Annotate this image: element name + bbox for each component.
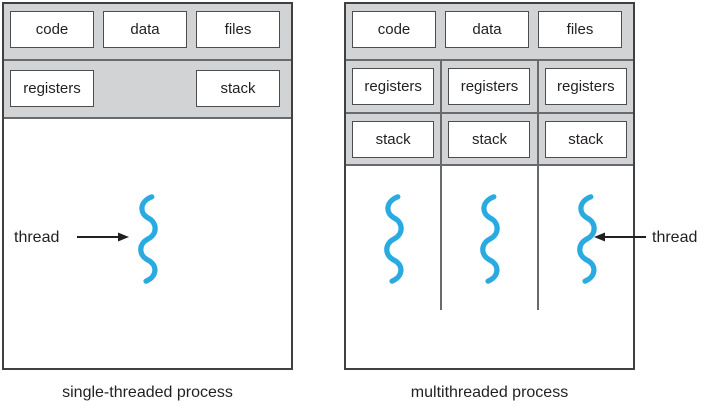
registers-box: registers (544, 68, 627, 105)
multithreaded-process-box: code data files registers stack (344, 2, 635, 370)
thread-icon (576, 194, 597, 284)
thread-column-3: registers stack (538, 61, 633, 310)
files-box: files (196, 11, 280, 48)
single-threaded-caption: single-threaded process (62, 384, 233, 401)
thread-label: thread (14, 229, 60, 246)
memory-sections-row: code data files (346, 4, 633, 61)
stack-row: stack (442, 114, 537, 166)
thread-icon (480, 194, 501, 284)
files-box: files (538, 11, 622, 48)
registers-row: registers (346, 61, 441, 114)
stack-box: stack (448, 120, 531, 158)
thread-columns: registers stack registers stack (346, 61, 633, 310)
stack-row: stack (538, 114, 633, 166)
single-threaded-process-box: code data files registers stack (2, 2, 293, 370)
thread-area (442, 166, 537, 310)
thread-icon (138, 194, 158, 284)
data-box: data (103, 11, 187, 48)
registers-row: registers (538, 61, 633, 114)
thread-column-1: registers stack (346, 61, 443, 310)
thread-icon (384, 194, 404, 284)
thread-column-2: registers stack (442, 61, 539, 310)
registers-box: registers (352, 68, 435, 105)
arrow-right-icon (77, 232, 129, 242)
arrow-left-icon (594, 232, 646, 242)
thread-label: thread (652, 229, 698, 246)
stack-box: stack (544, 120, 627, 158)
multithreaded-caption: multithreaded process (410, 384, 569, 401)
data-box: data (445, 11, 529, 48)
code-box: code (352, 11, 436, 48)
registers-box: registers (448, 68, 531, 105)
stack-box: stack (352, 120, 435, 158)
registers-box: registers (10, 70, 94, 107)
registers-row: registers (442, 61, 537, 114)
thread-area (346, 166, 441, 310)
memory-sections-row: code data files (4, 4, 291, 61)
code-box: code (10, 11, 94, 48)
registers-stack-row: registers stack (4, 61, 291, 119)
stack-row: stack (346, 114, 441, 166)
thread-area (4, 119, 291, 368)
stack-box: stack (196, 70, 280, 107)
